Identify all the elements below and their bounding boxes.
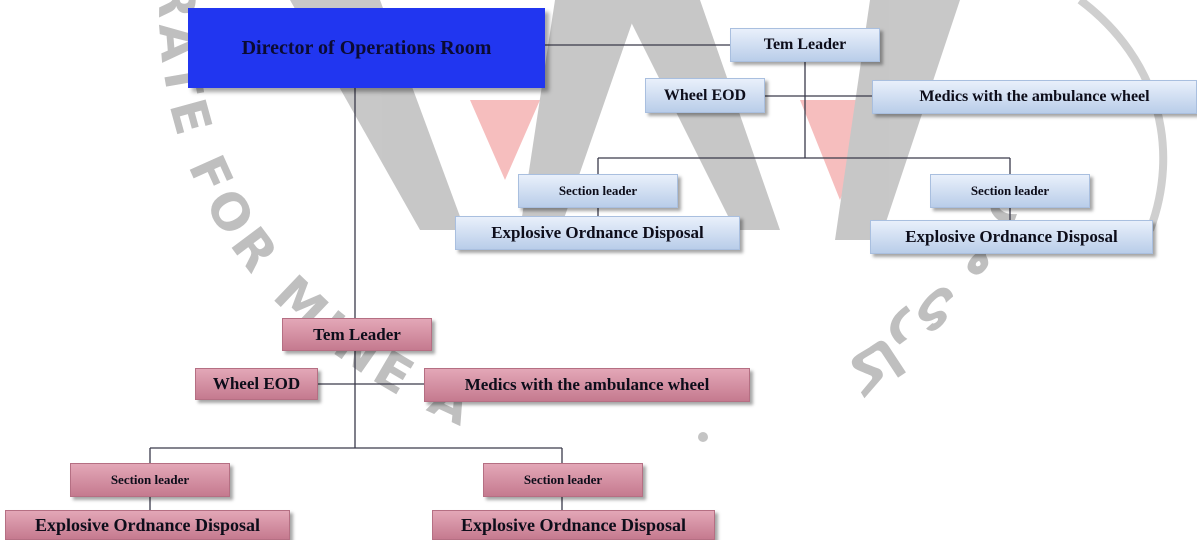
blue-section-leader-box-1: Section leader: [518, 174, 678, 208]
logo-right-stroke: [620, 0, 780, 230]
blue-medics-label: Medics with the ambulance wheel: [919, 88, 1150, 105]
blue-team-leader-label: Tem Leader: [763, 36, 847, 53]
blue-eod-unit-box-1: Explosive Ordnance Disposal: [455, 216, 740, 250]
red-eod-unit-label-1: Explosive Ordnance Disposal: [34, 514, 261, 535]
red-medics-label: Medics with the ambulance wheel: [464, 375, 710, 394]
blue-wheel-eod-label: Wheel EOD: [663, 86, 747, 104]
blue-section-leader-label-1: Section leader: [558, 183, 638, 198]
blue-team-leader-box: Tem Leader: [730, 28, 880, 62]
red-eod-unit-box-1: Explosive Ordnance Disposal: [5, 510, 290, 540]
blue-medics-box: Medics with the ambulance wheel: [872, 80, 1197, 114]
director-label: Director of Operations Room: [241, 36, 492, 59]
red-wheel-eod-label: Wheel EOD: [212, 374, 301, 393]
red-eod-unit-box-2: Explosive Ordnance Disposal: [432, 510, 715, 540]
red-wheel-eod-box: Wheel EOD: [195, 368, 318, 400]
logo-mark: [290, 0, 960, 240]
logo-center-stroke: [520, 0, 640, 230]
logo-left-red: [470, 100, 540, 180]
blue-eod-unit-box-2: Explosive Ordnance Disposal: [870, 220, 1153, 254]
red-section-leader-box-1: Section leader: [70, 463, 230, 497]
watermark-dot: [698, 432, 708, 442]
blue-wheel-eod-box: Wheel EOD: [645, 78, 765, 113]
red-medics-box: Medics with the ambulance wheel: [424, 368, 750, 402]
blue-eod-unit-label-2: Explosive Ordnance Disposal: [905, 227, 1118, 246]
director-box: Director of Operations Room: [188, 8, 545, 88]
blue-section-leader-label-2: Section leader: [970, 183, 1050, 198]
red-section-leader-label-2: Section leader: [523, 472, 603, 487]
red-section-leader-label-1: Section leader: [110, 472, 190, 487]
red-section-leader-box-2: Section leader: [483, 463, 643, 497]
red-team-leader-label: Tem Leader: [313, 324, 401, 344]
red-team-leader-box: Tem Leader: [282, 318, 432, 351]
blue-eod-unit-label-1: Explosive Ordnance Disposal: [491, 223, 704, 242]
blue-section-leader-box-2: Section leader: [930, 174, 1090, 208]
red-eod-unit-label-2: Explosive Ordnance Disposal: [460, 514, 687, 535]
